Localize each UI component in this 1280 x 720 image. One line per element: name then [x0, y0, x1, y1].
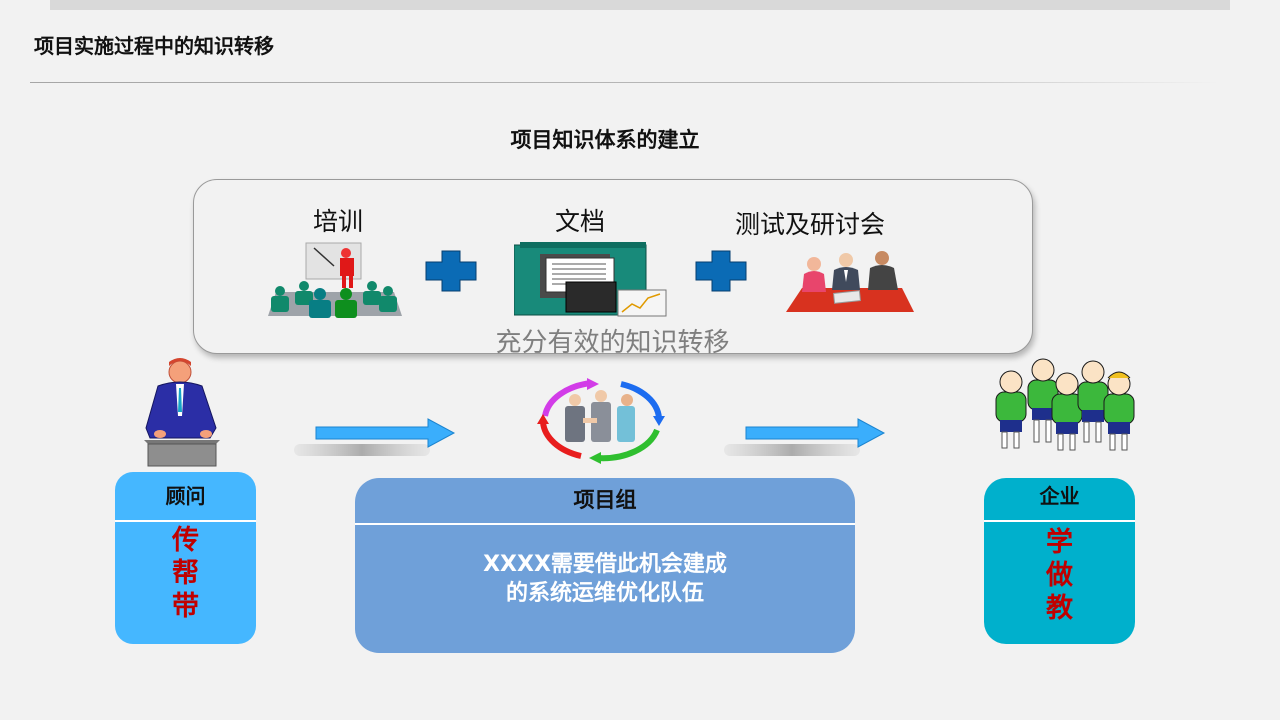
card-divider	[115, 520, 256, 522]
method-label-documents: 文档	[555, 202, 605, 238]
top-accent-bar	[50, 0, 1230, 10]
method-label-tests-workshops: 测试及研讨会	[735, 205, 885, 241]
page-title: 项目实施过程中的知识转移	[34, 30, 274, 59]
workshop-illustration	[784, 248, 916, 314]
project-team-title: 项目组	[355, 484, 855, 514]
card-divider	[355, 523, 855, 525]
enterprise-title: 企业	[984, 480, 1135, 509]
arrow-right-icon	[720, 415, 890, 465]
method-label-training: 培训	[313, 202, 363, 238]
knowledge-transfer-text: 充分有效的知识转移	[470, 322, 755, 359]
enterprise-action: 学做教	[984, 526, 1135, 625]
card-divider	[984, 520, 1135, 522]
consultant-illustration	[140, 356, 224, 468]
description-line: 的系统运维优化队伍	[355, 579, 855, 608]
consultant-card: 顾问 传帮带	[115, 472, 256, 644]
enterprise-card: 企业 学做教	[984, 478, 1135, 644]
team-cycle-illustration	[535, 378, 667, 464]
arrow-right-icon	[290, 415, 460, 465]
plus-icon	[425, 250, 477, 292]
enterprise-group-illustration	[992, 356, 1140, 458]
document-illustration	[514, 242, 670, 318]
project-team-description: XXXX需要借此机会建成 的系统运维优化队伍	[355, 550, 855, 608]
training-illustration	[266, 240, 404, 318]
consultant-title: 顾问	[115, 480, 256, 509]
title-divider	[30, 82, 1220, 83]
description-line: XXXX需要借此机会建成	[355, 550, 855, 579]
project-team-card: 项目组 XXXX需要借此机会建成 的系统运维优化队伍	[355, 478, 855, 653]
plus-icon	[695, 250, 747, 292]
consultant-action: 传帮带	[115, 524, 256, 623]
knowledge-system-title: 项目知识体系的建立	[460, 124, 750, 154]
